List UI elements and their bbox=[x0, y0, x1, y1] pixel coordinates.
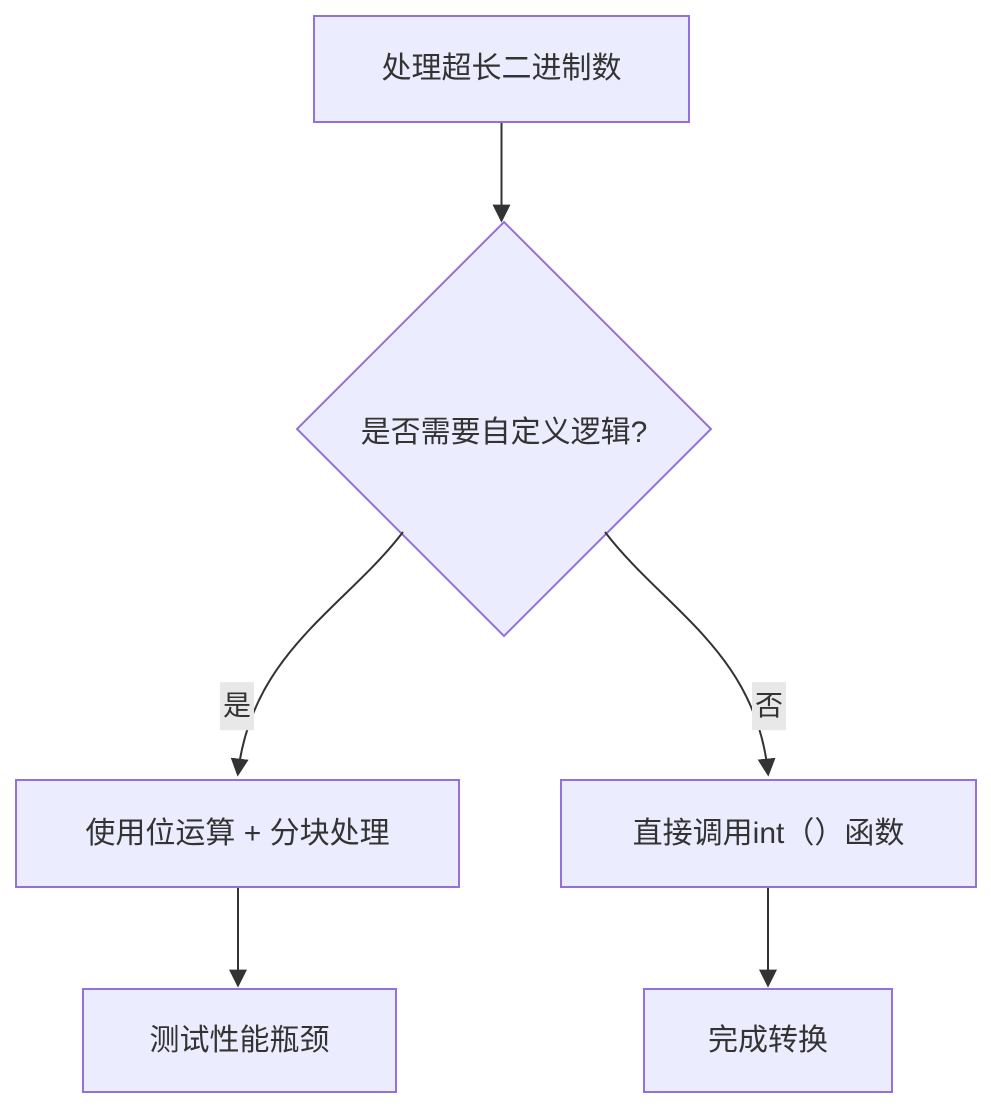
node-test-performance-bottleneck: 测试性能瓶颈 bbox=[82, 988, 397, 1093]
node-label: 使用位运算 + 分块处理 bbox=[85, 816, 390, 850]
edge-b-d bbox=[604, 531, 776, 777]
node-decision-custom-logic: 是否需要自定义逻辑? bbox=[334, 399, 674, 459]
node-process-long-binary: 处理超长二进制数 bbox=[313, 15, 690, 123]
edge-label-yes: 是 bbox=[219, 682, 255, 730]
edge-label-text: 是 bbox=[222, 690, 252, 722]
edge-label-text: 否 bbox=[754, 690, 784, 722]
edge-b-c bbox=[230, 531, 404, 777]
node-label: 直接调用int（）函数 bbox=[632, 816, 905, 850]
node-label: 测试性能瓶颈 bbox=[149, 1023, 330, 1057]
node-call-int-function: 直接调用int（）函数 bbox=[560, 779, 977, 888]
edge-label-no: 否 bbox=[751, 682, 787, 730]
node-conversion-complete: 完成转换 bbox=[643, 988, 893, 1093]
node-label: 是否需要自定义逻辑? bbox=[360, 416, 648, 449]
node-bitwise-chunk-processing: 使用位运算 + 分块处理 bbox=[15, 779, 460, 888]
node-label: 完成转换 bbox=[708, 1023, 828, 1057]
decision-diamond-shape bbox=[295, 220, 713, 638]
node-label: 处理超长二进制数 bbox=[381, 52, 622, 86]
